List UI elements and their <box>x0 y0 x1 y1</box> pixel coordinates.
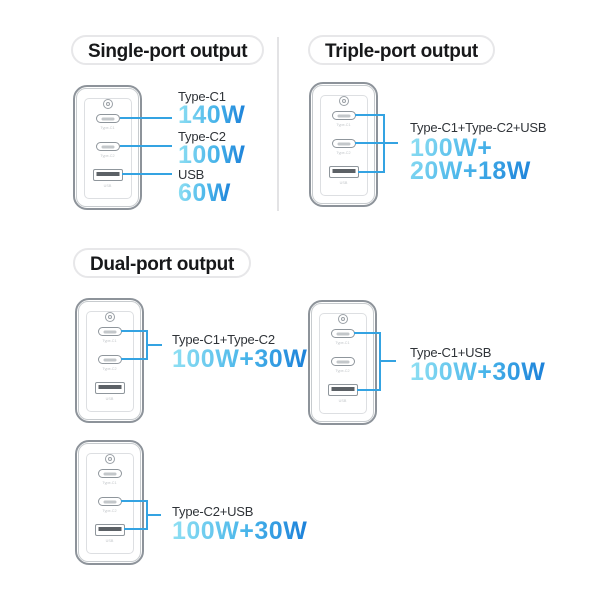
charger-illustration: Type-C1 Type-C2 USB <box>75 298 144 423</box>
usb-port <box>94 382 125 394</box>
type-c1-port-label: Type-C1 <box>336 122 351 128</box>
output-wattage: 100W+30W <box>410 358 546 386</box>
output-wattage: 60W <box>178 179 231 207</box>
output-port-label: Type-C1+USB <box>410 345 492 360</box>
usb-port-label: USB <box>105 396 114 402</box>
usb-port <box>94 524 125 536</box>
section-title-single-port: Single-port output <box>71 35 265 65</box>
brand-logo-icon <box>338 96 349 106</box>
output-wattage: 100W <box>178 141 246 169</box>
type-c1-port-label: Type-C1 <box>102 338 117 344</box>
section-title-dual-port: Dual-port output <box>73 248 251 278</box>
type-c2-port <box>95 142 120 151</box>
connector-line <box>357 389 381 391</box>
connector-line <box>121 330 148 332</box>
usb-port <box>92 169 123 181</box>
charger-illustration: Type-C1 Type-C2 USB <box>309 82 378 207</box>
charger-inner-edge <box>78 301 141 420</box>
usb-port <box>327 384 358 396</box>
connector-stub <box>146 514 161 516</box>
connector-line <box>122 173 172 175</box>
charger-illustration: Type-C1 Type-C2 USB <box>75 440 144 565</box>
charger-inner-edge <box>312 85 375 204</box>
type-c1-port <box>97 469 122 478</box>
connector-line <box>120 145 172 147</box>
charger-inner-edge <box>311 303 374 422</box>
output-port-label: Type-C2 <box>178 129 226 144</box>
brand-logo-icon <box>337 314 348 324</box>
output-port-label: Type-C1 <box>178 89 226 104</box>
type-c1-port <box>97 327 122 336</box>
usb-port-label: USB <box>103 183 112 189</box>
charger-inner-edge <box>78 443 141 562</box>
connector-line <box>358 171 385 173</box>
charger-inner-edge <box>76 88 139 207</box>
section-title-triple-port: Triple-port output <box>308 35 495 65</box>
type-c2-port-label: Type-C2 <box>102 508 117 514</box>
type-c1-port <box>330 329 355 338</box>
output-wattage: 100W+30W <box>172 517 308 545</box>
output-port-label: Type-C2+USB <box>172 504 254 519</box>
type-c2-port <box>330 357 355 366</box>
type-c2-port <box>97 497 122 506</box>
type-c1-port-label: Type-C1 <box>335 340 350 346</box>
connector-stub <box>379 360 396 362</box>
output-port-label: Type-C1+Type-C2+USB <box>410 120 547 135</box>
connector-line <box>355 114 385 116</box>
type-c2-port-label: Type-C2 <box>335 368 350 374</box>
output-wattage-line2: 20W+18W <box>410 157 531 185</box>
usb-port-label: USB <box>105 538 114 544</box>
usb-port-label: USB <box>339 180 348 186</box>
connector-line <box>121 500 148 502</box>
usb-port-label: USB <box>338 398 347 404</box>
connector-line <box>124 528 148 530</box>
connector-line <box>121 358 148 360</box>
connector-stub <box>146 344 162 346</box>
type-c2-port-label: Type-C2 <box>100 153 115 159</box>
charger-illustration: Type-C1 Type-C2 USB <box>73 85 142 210</box>
type-c2-port-label: Type-C2 <box>102 366 117 372</box>
type-c1-port <box>331 111 356 120</box>
type-c1-port-label: Type-C1 <box>102 480 117 486</box>
output-wattage: 100W+30W <box>172 345 308 373</box>
usb-port <box>328 166 359 178</box>
section-divider <box>277 37 279 211</box>
connector-line <box>354 332 381 334</box>
type-c2-port <box>97 355 122 364</box>
type-c2-port-label: Type-C2 <box>336 150 351 156</box>
type-c1-port-label: Type-C1 <box>100 125 115 131</box>
brand-logo-icon <box>104 454 115 464</box>
output-wattage: 140W <box>178 101 246 129</box>
connector-line <box>120 117 172 119</box>
connector-line <box>355 142 398 144</box>
charger-illustration: Type-C1 Type-C2 USB <box>308 300 377 425</box>
brand-logo-icon <box>102 99 113 109</box>
output-wattage: 100W+ 20W+18W <box>410 137 531 183</box>
type-c1-port <box>95 114 120 123</box>
connector-bracket <box>383 114 385 173</box>
output-port-label: Type-C1+Type-C2 <box>172 332 275 347</box>
brand-logo-icon <box>104 312 115 322</box>
type-c2-port <box>331 139 356 148</box>
output-port-label: USB <box>178 167 205 182</box>
